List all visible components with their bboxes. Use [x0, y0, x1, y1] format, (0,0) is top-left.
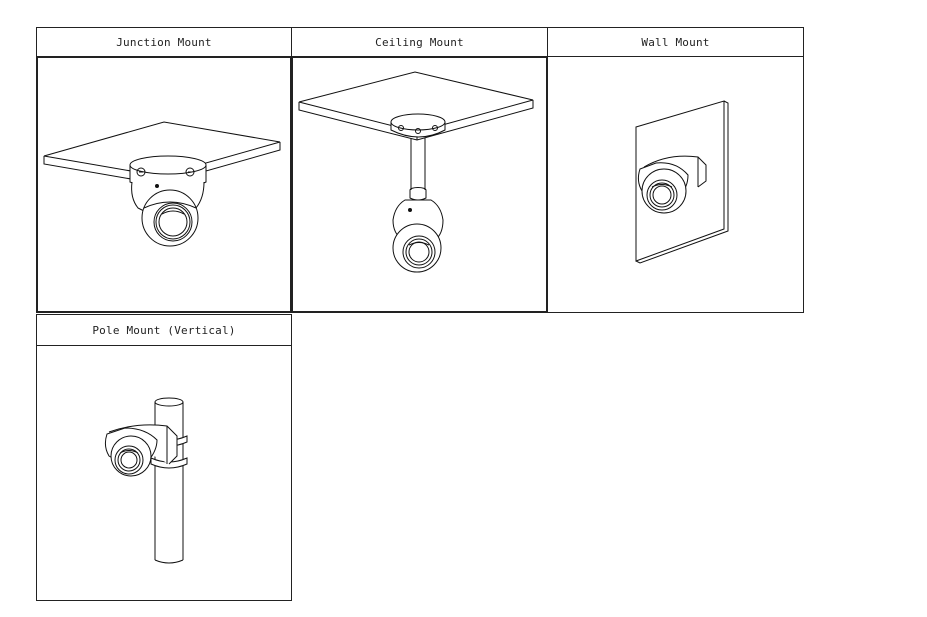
header-junction-mount: Junction Mount — [36, 27, 292, 57]
wall-mount-label: Wall Mount — [641, 35, 710, 49]
ceiling-mount-illustration — [291, 56, 548, 313]
junction-mount-illustration — [36, 56, 292, 313]
pole-mount-vertical-illustration — [36, 345, 292, 601]
pole-mount-vertical-label: Pole Mount (Vertical) — [92, 323, 236, 337]
wall-mount-illustration — [547, 56, 804, 313]
ceiling-mount-label: Ceiling Mount — [375, 35, 464, 49]
junction-mount-label: Junction Mount — [116, 35, 212, 49]
header-wall-mount: Wall Mount — [547, 27, 804, 57]
header-ceiling-mount: Ceiling Mount — [291, 27, 548, 57]
header-pole-mount-vertical: Pole Mount (Vertical) — [36, 314, 292, 346]
